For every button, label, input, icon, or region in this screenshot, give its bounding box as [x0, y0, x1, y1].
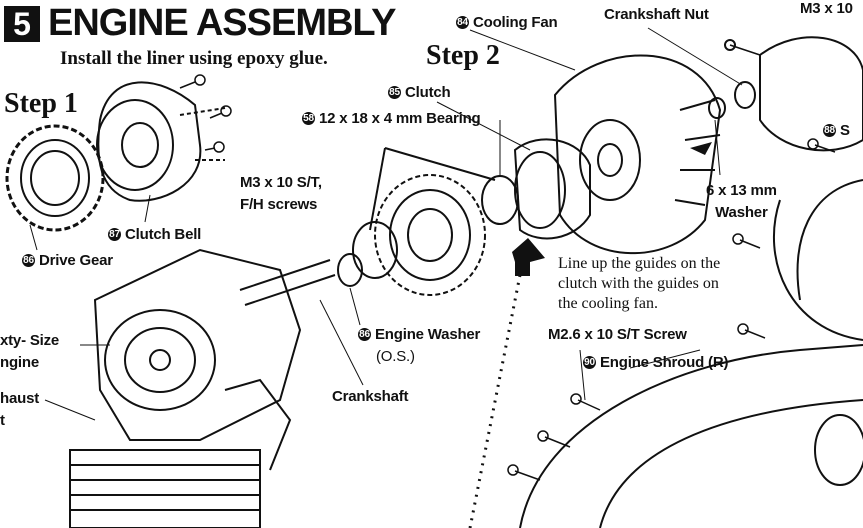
label-engine-shroud: 90 Engine Shroud (R)	[583, 354, 728, 371]
label-text: 12 x 18 x 4 mm Bearing	[319, 110, 481, 127]
part-number: 90	[583, 356, 596, 369]
instruction-text: Install the liner using epoxy glue.	[60, 48, 328, 69]
label-drive-gear: 86 Drive Gear	[22, 252, 113, 269]
label-washer-6x13: 6 x 13 mm Washer	[706, 180, 777, 224]
drive-gear-drawing	[5, 124, 105, 232]
alignment-note: Line up the guides on the clutch with th…	[558, 254, 720, 314]
label-cooling-fan: 84 Cooling Fan	[456, 14, 558, 31]
label-bearing: 58 12 x 18 x 4 mm Bearing	[302, 110, 481, 127]
part-number: 86	[358, 328, 371, 341]
label-clutch: 85 Clutch	[388, 84, 451, 101]
part-number: 85	[388, 86, 401, 99]
page-title: ENGINE ASSEMBLY	[48, 2, 396, 44]
label-text: Engine Shroud (R)	[600, 354, 729, 371]
step-1-heading: Step 1	[4, 88, 78, 119]
section-badge: 5	[4, 6, 40, 42]
washer-arrow-icon	[690, 142, 712, 155]
clutch-bearing-drawing	[352, 147, 519, 296]
step-2-heading: Step 2	[426, 40, 500, 71]
engine-shroud-drawing	[519, 179, 863, 528]
label-line-2: t	[0, 412, 5, 429]
label-m26-screw: M2.6 x 10 S/T Screw	[548, 326, 687, 343]
section-number: 5	[13, 6, 31, 42]
label-crankshaft-nut: Crankshaft Nut	[604, 6, 709, 23]
screws-step1	[179, 74, 232, 153]
label-line-1: haust	[0, 390, 40, 407]
engine-washer-drawing	[337, 253, 363, 287]
label-text: S	[840, 122, 850, 139]
label-line-2: ngine	[0, 354, 39, 371]
label-m3-screws: M3 x 10 S/T, F/H screws	[240, 172, 322, 216]
note-line-2: clutch with the guides on	[558, 275, 719, 292]
label-m3x10-top: M3 x 10	[800, 0, 853, 17]
crankshaft-nut-drawing	[734, 81, 756, 109]
label-text: Engine Washer	[375, 326, 481, 343]
shroud-screws	[507, 138, 836, 481]
guide-dotted-line	[468, 274, 522, 528]
engine-drawing	[69, 248, 336, 528]
washer-drawing	[708, 97, 726, 119]
clutch-bell-drawing	[96, 81, 226, 202]
part-number: 84	[456, 16, 469, 29]
label-exhaust: haust t	[0, 388, 39, 432]
label-shroud-s: 88 S	[823, 122, 850, 139]
label-line-1: M3 x 10 S/T,	[240, 174, 322, 191]
label-text: Drive Gear	[39, 252, 113, 269]
label-crankshaft: Crankshaft	[332, 388, 409, 405]
starter-housing-drawing	[759, 36, 863, 152]
label-subtext: (O.S.)	[376, 348, 415, 365]
note-line-1: Line up the guides on the	[558, 255, 721, 272]
part-number: 58	[302, 112, 315, 125]
label-line-2: F/H screws	[240, 196, 318, 213]
label-line-1: 6 x 13 mm	[706, 182, 777, 199]
note-line-3: the cooling fan.	[558, 295, 658, 312]
cooling-fan-drawing	[553, 54, 722, 255]
part-number: 87	[108, 228, 121, 241]
label-line-2: Washer	[715, 204, 768, 221]
label-engine-washer: 86 Engine Washer (O.S.)	[358, 324, 480, 368]
label-text: Clutch	[405, 84, 451, 101]
leader-lines	[29, 27, 743, 421]
part-number: 86	[22, 254, 35, 267]
guide-arrow-icon	[512, 238, 545, 276]
clutch-drawing	[513, 138, 591, 240]
part-number: 88	[823, 124, 836, 137]
label-text: Cooling Fan	[473, 14, 558, 31]
label-clutch-bell: 87 Clutch Bell	[108, 226, 201, 243]
label-line-1: xty- Size	[0, 332, 60, 349]
label-text: Clutch Bell	[125, 226, 202, 243]
label-engine: xty- Size ngine	[0, 330, 59, 374]
